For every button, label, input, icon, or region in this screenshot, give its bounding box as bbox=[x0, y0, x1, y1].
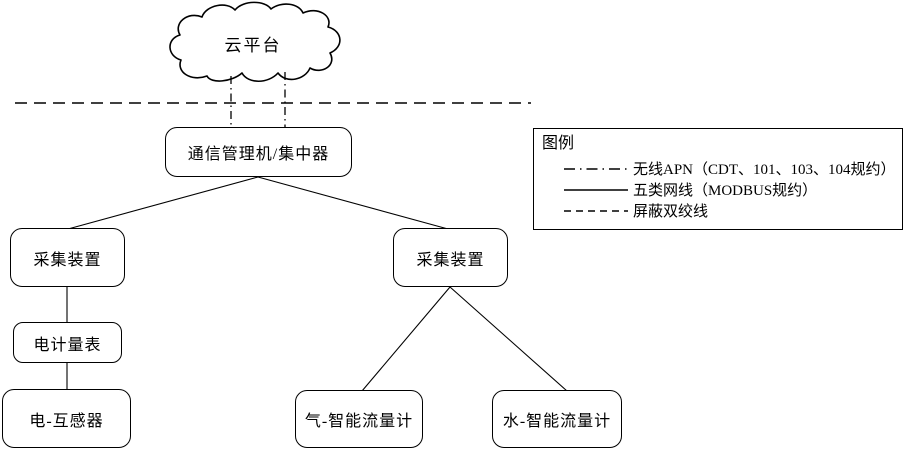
legend-label: 五类网线（MODBUS规约） bbox=[633, 183, 818, 199]
legend-item-shielded-twisted-pair: 屏蔽双绞线 bbox=[564, 200, 896, 221]
node-electric-meter: 电计量表 bbox=[13, 322, 122, 363]
node-collector-left: 采集装置 bbox=[10, 228, 125, 287]
link-comm-collector-right bbox=[257, 176, 449, 230]
link-collector-gas bbox=[361, 286, 451, 392]
legend-title: 图例 bbox=[542, 135, 575, 152]
link-collector-water bbox=[449, 286, 568, 392]
cloud-icon bbox=[169, 1, 341, 83]
legend-items: 无线APN（CDT、101、103、104规约） 五类网线（MODBUS规约） … bbox=[564, 158, 896, 221]
node-water-flowmeter: 水-智能流量计 bbox=[492, 390, 622, 448]
legend: 图例 无线APN（CDT、101、103、104规约） 五类网线（MODBUS规… bbox=[533, 128, 903, 230]
solid-line-icon bbox=[564, 188, 628, 191]
node-electric-transformer: 电-互感器 bbox=[2, 389, 131, 448]
link-comm-collector-left bbox=[67, 176, 259, 230]
node-collector-right: 采集装置 bbox=[393, 228, 508, 287]
legend-item-cat5-cable: 五类网线（MODBUS规约） bbox=[564, 179, 896, 200]
node-gas-flowmeter: 气-智能流量计 bbox=[295, 390, 423, 448]
node-comm-manager: 通信管理机/集中器 bbox=[165, 127, 352, 177]
legend-label: 无线APN（CDT、101、103、104规约） bbox=[633, 162, 896, 178]
dashed-line-icon bbox=[564, 209, 628, 212]
dashdot-line-icon bbox=[564, 167, 628, 170]
legend-label: 屏蔽双绞线 bbox=[633, 204, 709, 220]
legend-item-wireless-apn: 无线APN（CDT、101、103、104规约） bbox=[564, 158, 896, 179]
cloud-platform-label: 云平台 bbox=[224, 36, 282, 55]
